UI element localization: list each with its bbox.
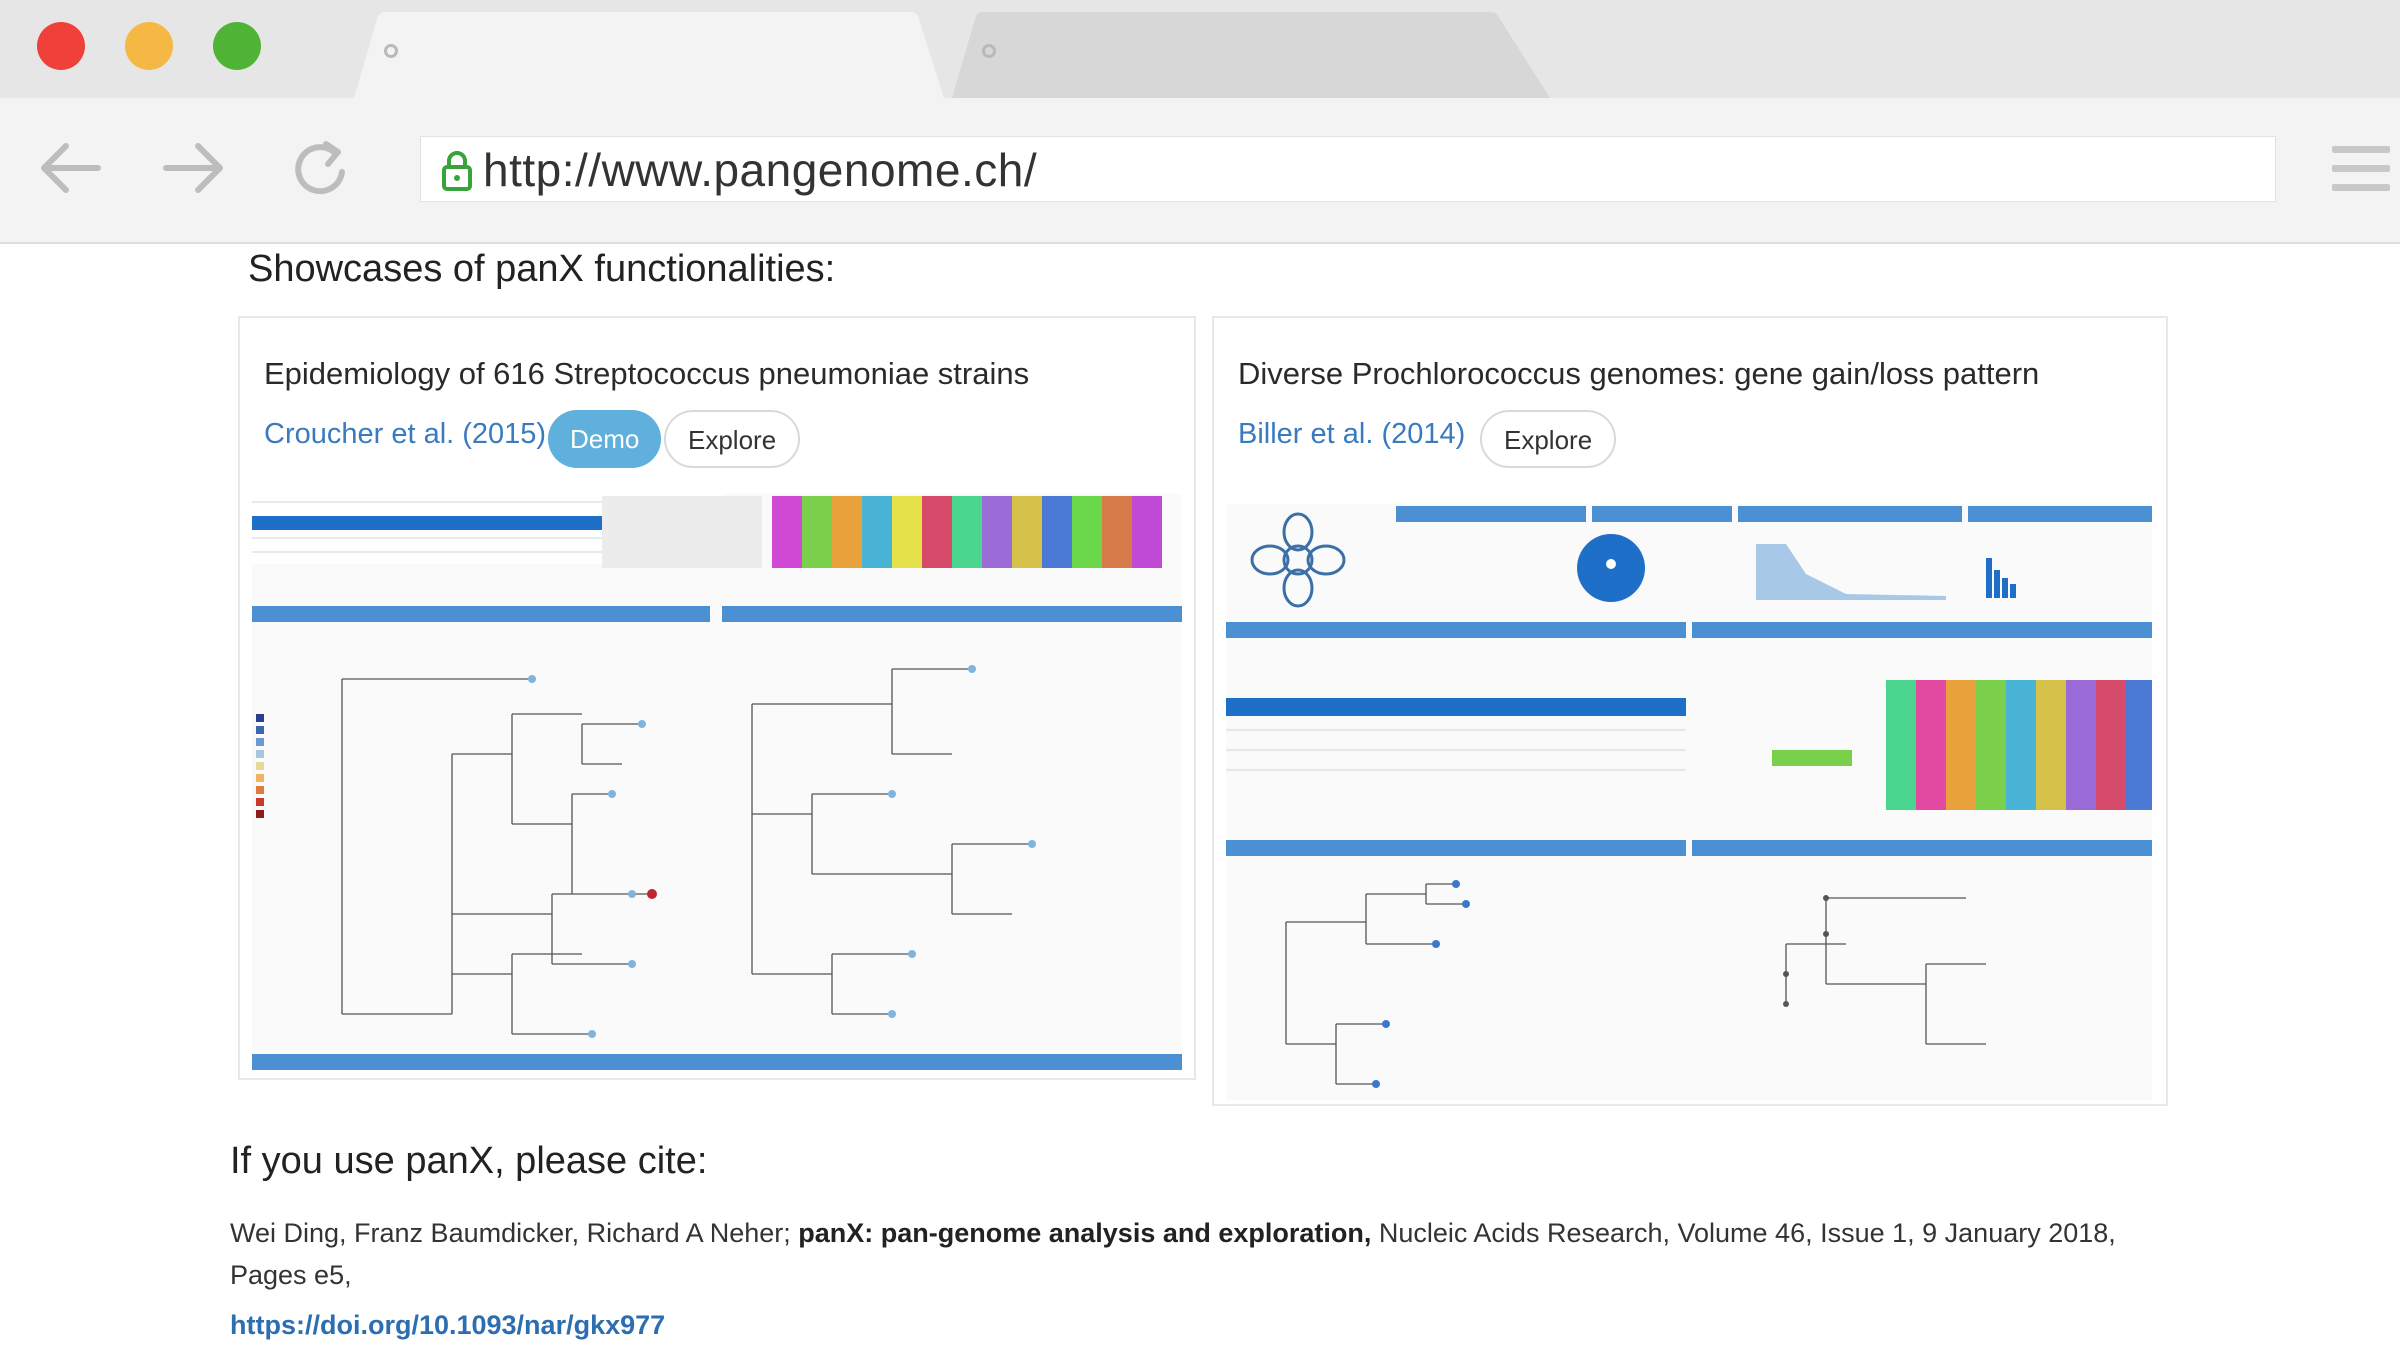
tab-close-icon[interactable]	[982, 44, 996, 58]
close-window-button[interactable]	[37, 22, 85, 70]
card-title: Epidemiology of 616 Streptococcus pneumo…	[264, 356, 1030, 391]
minimize-window-button[interactable]	[125, 22, 173, 70]
explore-button[interactable]: Explore	[1480, 410, 1617, 468]
forward-arrow-icon[interactable]	[158, 138, 228, 198]
reference-link-biller[interactable]: Biller et al. (2014)	[1238, 418, 1466, 450]
cite-heading: If you use panX, please cite:	[230, 1140, 708, 1182]
browser-tab-strip	[0, 0, 2400, 98]
hamburger-menu-icon[interactable]	[2332, 146, 2390, 191]
showcase-heading: Showcases of panX functionalities:	[248, 248, 836, 290]
doi-link[interactable]: https://doi.org/10.1093/nar/gkx977	[230, 1310, 666, 1340]
maximize-window-button[interactable]	[213, 22, 261, 70]
url-text[interactable]: http://www.pangenome.ch/	[483, 144, 1038, 196]
tab-close-icon[interactable]	[384, 44, 398, 58]
cite-journal: Nucleic Acids Research, Volume 46, Issue…	[230, 1218, 2116, 1290]
cite-authors: Wei Ding, Franz Baumdicker, Richard A Ne…	[230, 1218, 799, 1248]
explore-screenshot-thumbnail[interactable]	[1226, 504, 2152, 1100]
lock-icon	[441, 149, 473, 196]
back-arrow-icon[interactable]	[36, 138, 106, 198]
card-title: Diverse Prochlorococcus genomes: gene ga…	[1238, 356, 2040, 391]
showcase-card-streptococcus: Epidemiology of 616 Streptococcus pneumo…	[238, 316, 1196, 1080]
showcase-card-prochlorococcus: Diverse Prochlorococcus genomes: gene ga…	[1212, 316, 2168, 1106]
demo-button[interactable]: Demo	[548, 410, 662, 468]
citation-text: Wei Ding, Franz Baumdicker, Richard A Ne…	[230, 1212, 2170, 1296]
browser-tab-active[interactable]	[340, 12, 960, 98]
browser-toolbar: http://www.pangenome.ch/	[0, 98, 2400, 244]
explore-button[interactable]: Explore	[664, 410, 801, 468]
reload-icon[interactable]	[286, 138, 356, 198]
demo-screenshot-thumbnail[interactable]	[252, 494, 1182, 1070]
reference-link-croucher[interactable]: Croucher et al. (2015)	[264, 418, 547, 450]
cite-paper-title: panX: pan-genome analysis and exploratio…	[798, 1218, 1372, 1248]
address-bar[interactable]: http://www.pangenome.ch/	[420, 136, 2276, 202]
browser-tab-inactive[interactable]	[938, 12, 1558, 98]
